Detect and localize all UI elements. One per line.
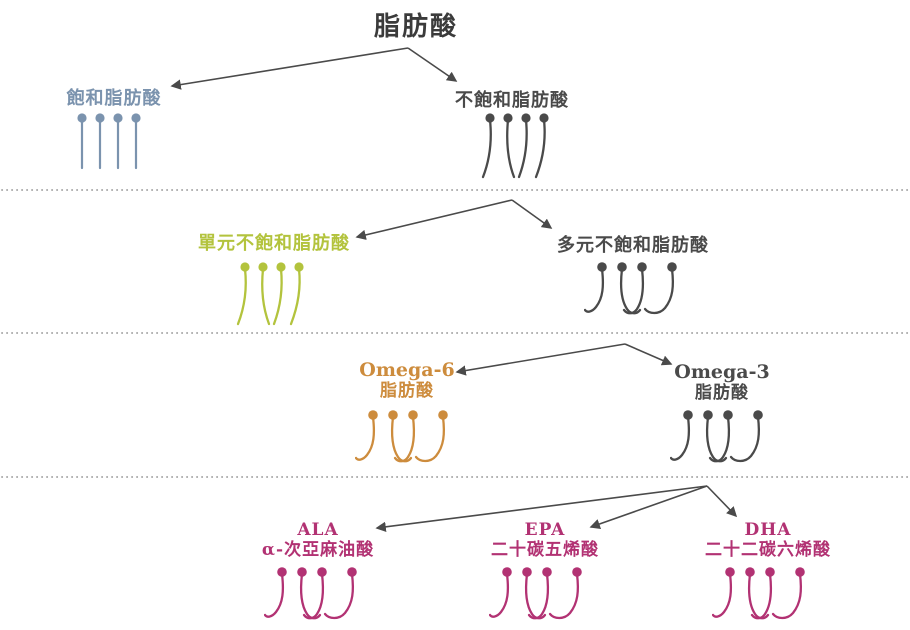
epa-name: EPA	[524, 520, 566, 540]
node-label-omega3: Omega-3 脂肪酸	[674, 362, 769, 404]
arrow-to-dha	[706, 485, 738, 518]
hooked-pins-icon	[354, 408, 459, 474]
ala-subtitle: α-次亞麻油酸	[261, 540, 375, 560]
dha-name: DHA	[744, 520, 792, 540]
node-label-epa: EPA 二十碳五烯酸	[491, 520, 599, 560]
hooked-pins-icon	[711, 565, 816, 630]
hooked-pins-icon	[488, 565, 593, 630]
arrow-to-omega3	[624, 343, 673, 366]
arrow-to-monounsaturated	[355, 199, 513, 241]
branch-arrows	[170, 47, 738, 533]
wavy-pins-icon	[236, 260, 312, 332]
omega3-subtitle: 脂肪酸	[694, 383, 749, 403]
node-label-saturated: 飽和脂肪酸	[66, 88, 162, 109]
branch-level-1	[170, 47, 458, 90]
arrow-to-epa	[589, 485, 708, 529]
diagram-title: 脂肪酸	[373, 12, 459, 42]
straight-pins-icon	[74, 111, 150, 175]
arrow-to-saturated	[170, 47, 409, 90]
branch-level-3	[455, 343, 673, 376]
node-label-omega6: Omega-6 脂肪酸	[359, 360, 454, 402]
branch-level-2	[355, 199, 553, 241]
hooked-pins-icon	[263, 565, 368, 630]
node-label-polyunsaturated: 多元不飽和脂肪酸	[557, 235, 709, 256]
ala-name: ALA	[297, 520, 339, 540]
hooked-pins-icon	[669, 408, 774, 474]
node-label-unsaturated: 不飽和脂肪酸	[455, 90, 569, 111]
omega6-name: Omega-6	[359, 359, 455, 381]
arrow-to-polyunsaturated	[511, 199, 553, 229]
node-label-dha: DHA 二十二碳六烯酸	[705, 520, 831, 560]
dha-subtitle: 二十二碳六烯酸	[705, 540, 831, 560]
arrow-to-ala	[375, 485, 708, 533]
arrow-to-omega6	[455, 343, 626, 376]
section-separators	[1, 189, 909, 478]
node-label-ala: ALA α-次亞麻油酸	[262, 520, 374, 560]
omega6-subtitle: 脂肪酸	[379, 381, 434, 401]
wavy-pins-icon	[481, 111, 557, 185]
hooked-pins-icon	[583, 260, 688, 326]
node-label-monounsaturated: 單元不飽和脂肪酸	[198, 233, 350, 254]
arrow-to-unsaturated	[407, 47, 458, 82]
omega3-name: Omega-3	[674, 361, 770, 383]
epa-subtitle: 二十碳五烯酸	[491, 540, 599, 560]
branch-level-4	[375, 485, 738, 533]
